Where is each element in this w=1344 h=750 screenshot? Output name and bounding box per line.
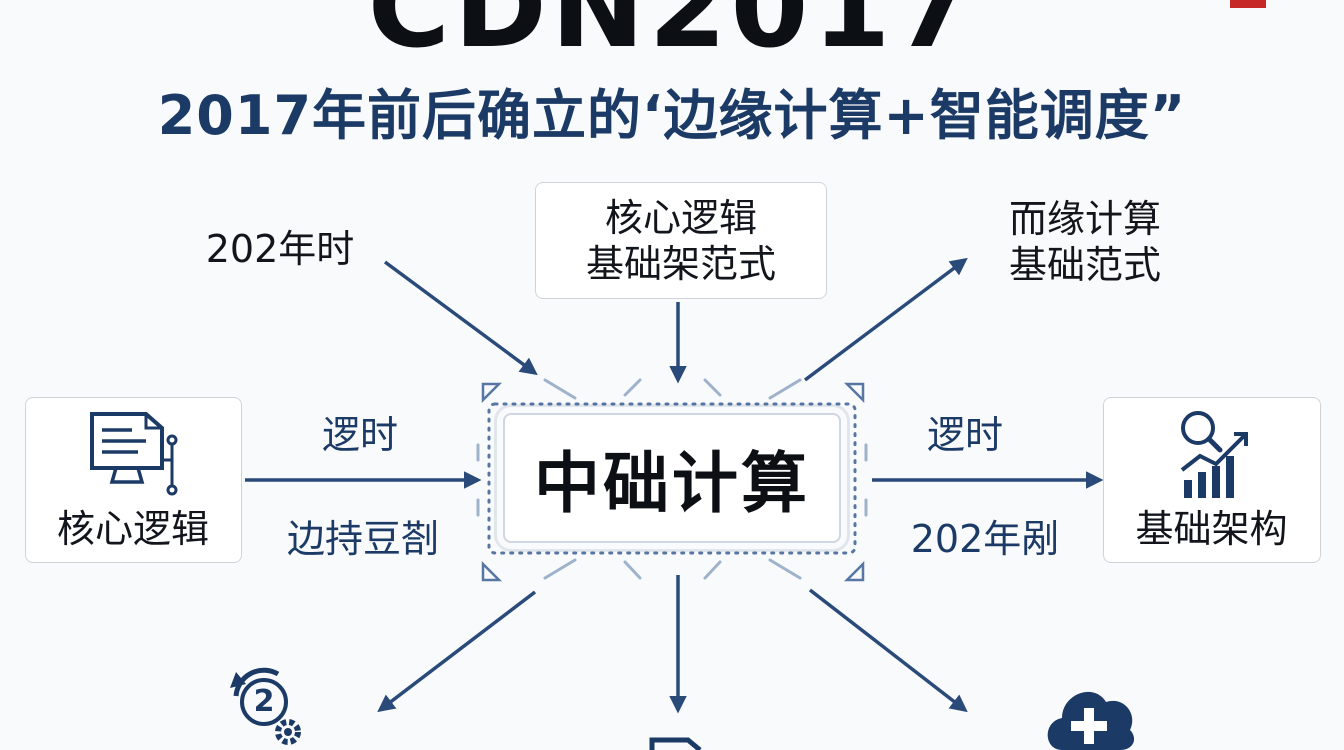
right-node-box: 基础架构 <box>1103 397 1321 563</box>
center-node-box: 中础计算 <box>503 413 841 543</box>
arrow-bottom-right <box>808 588 968 713</box>
arrow-top-right <box>803 257 968 382</box>
left-node-label: 核心逻辑 <box>56 507 209 551</box>
gear-number-icon <box>230 667 301 745</box>
center-dotted-frame <box>487 402 857 555</box>
top-right-line1: 而缘计算 <box>1008 197 1161 241</box>
main-title: CDN2017 <box>367 0 977 73</box>
corner-triangles <box>481 382 865 582</box>
top-node-line2: 基础架范式 <box>585 242 776 286</box>
left-arrow-bottom-label: 边持豆剳 <box>286 517 439 561</box>
burst-dashes <box>476 378 868 580</box>
top-right-node: 而缘计算 基础范式 <box>985 196 1185 288</box>
top-node-line1: 核心逻辑 <box>604 196 757 240</box>
top-right-line2: 基础范式 <box>1008 243 1161 287</box>
top-node-box: 核心逻辑 基础架范式 <box>535 182 827 299</box>
cloud-plus-icon <box>1047 691 1135 750</box>
bottom-left-badge: 2 <box>253 684 275 719</box>
arrow-top-left <box>383 260 538 376</box>
document-icon <box>649 737 702 750</box>
subtitle: 2017年前后确立的‘边缘计算+智能调度” <box>157 84 1187 147</box>
arrow-bottom-left <box>377 590 537 713</box>
left-arrow-top-label: 逻时 <box>321 413 398 457</box>
document-monitor-icon <box>90 412 178 496</box>
right-arrow-bottom-label: 202年剐 <box>910 517 1060 561</box>
corner-mark <box>1230 0 1266 8</box>
left-node-box: 核心逻辑 <box>25 397 242 563</box>
search-chart-icon <box>1180 411 1248 498</box>
top-left-label: 202年时 <box>205 227 355 271</box>
right-node-label: 基础架构 <box>1135 507 1288 551</box>
right-arrow-top-label: 逻时 <box>926 413 1003 457</box>
center-node-label: 中础计算 <box>534 445 810 522</box>
